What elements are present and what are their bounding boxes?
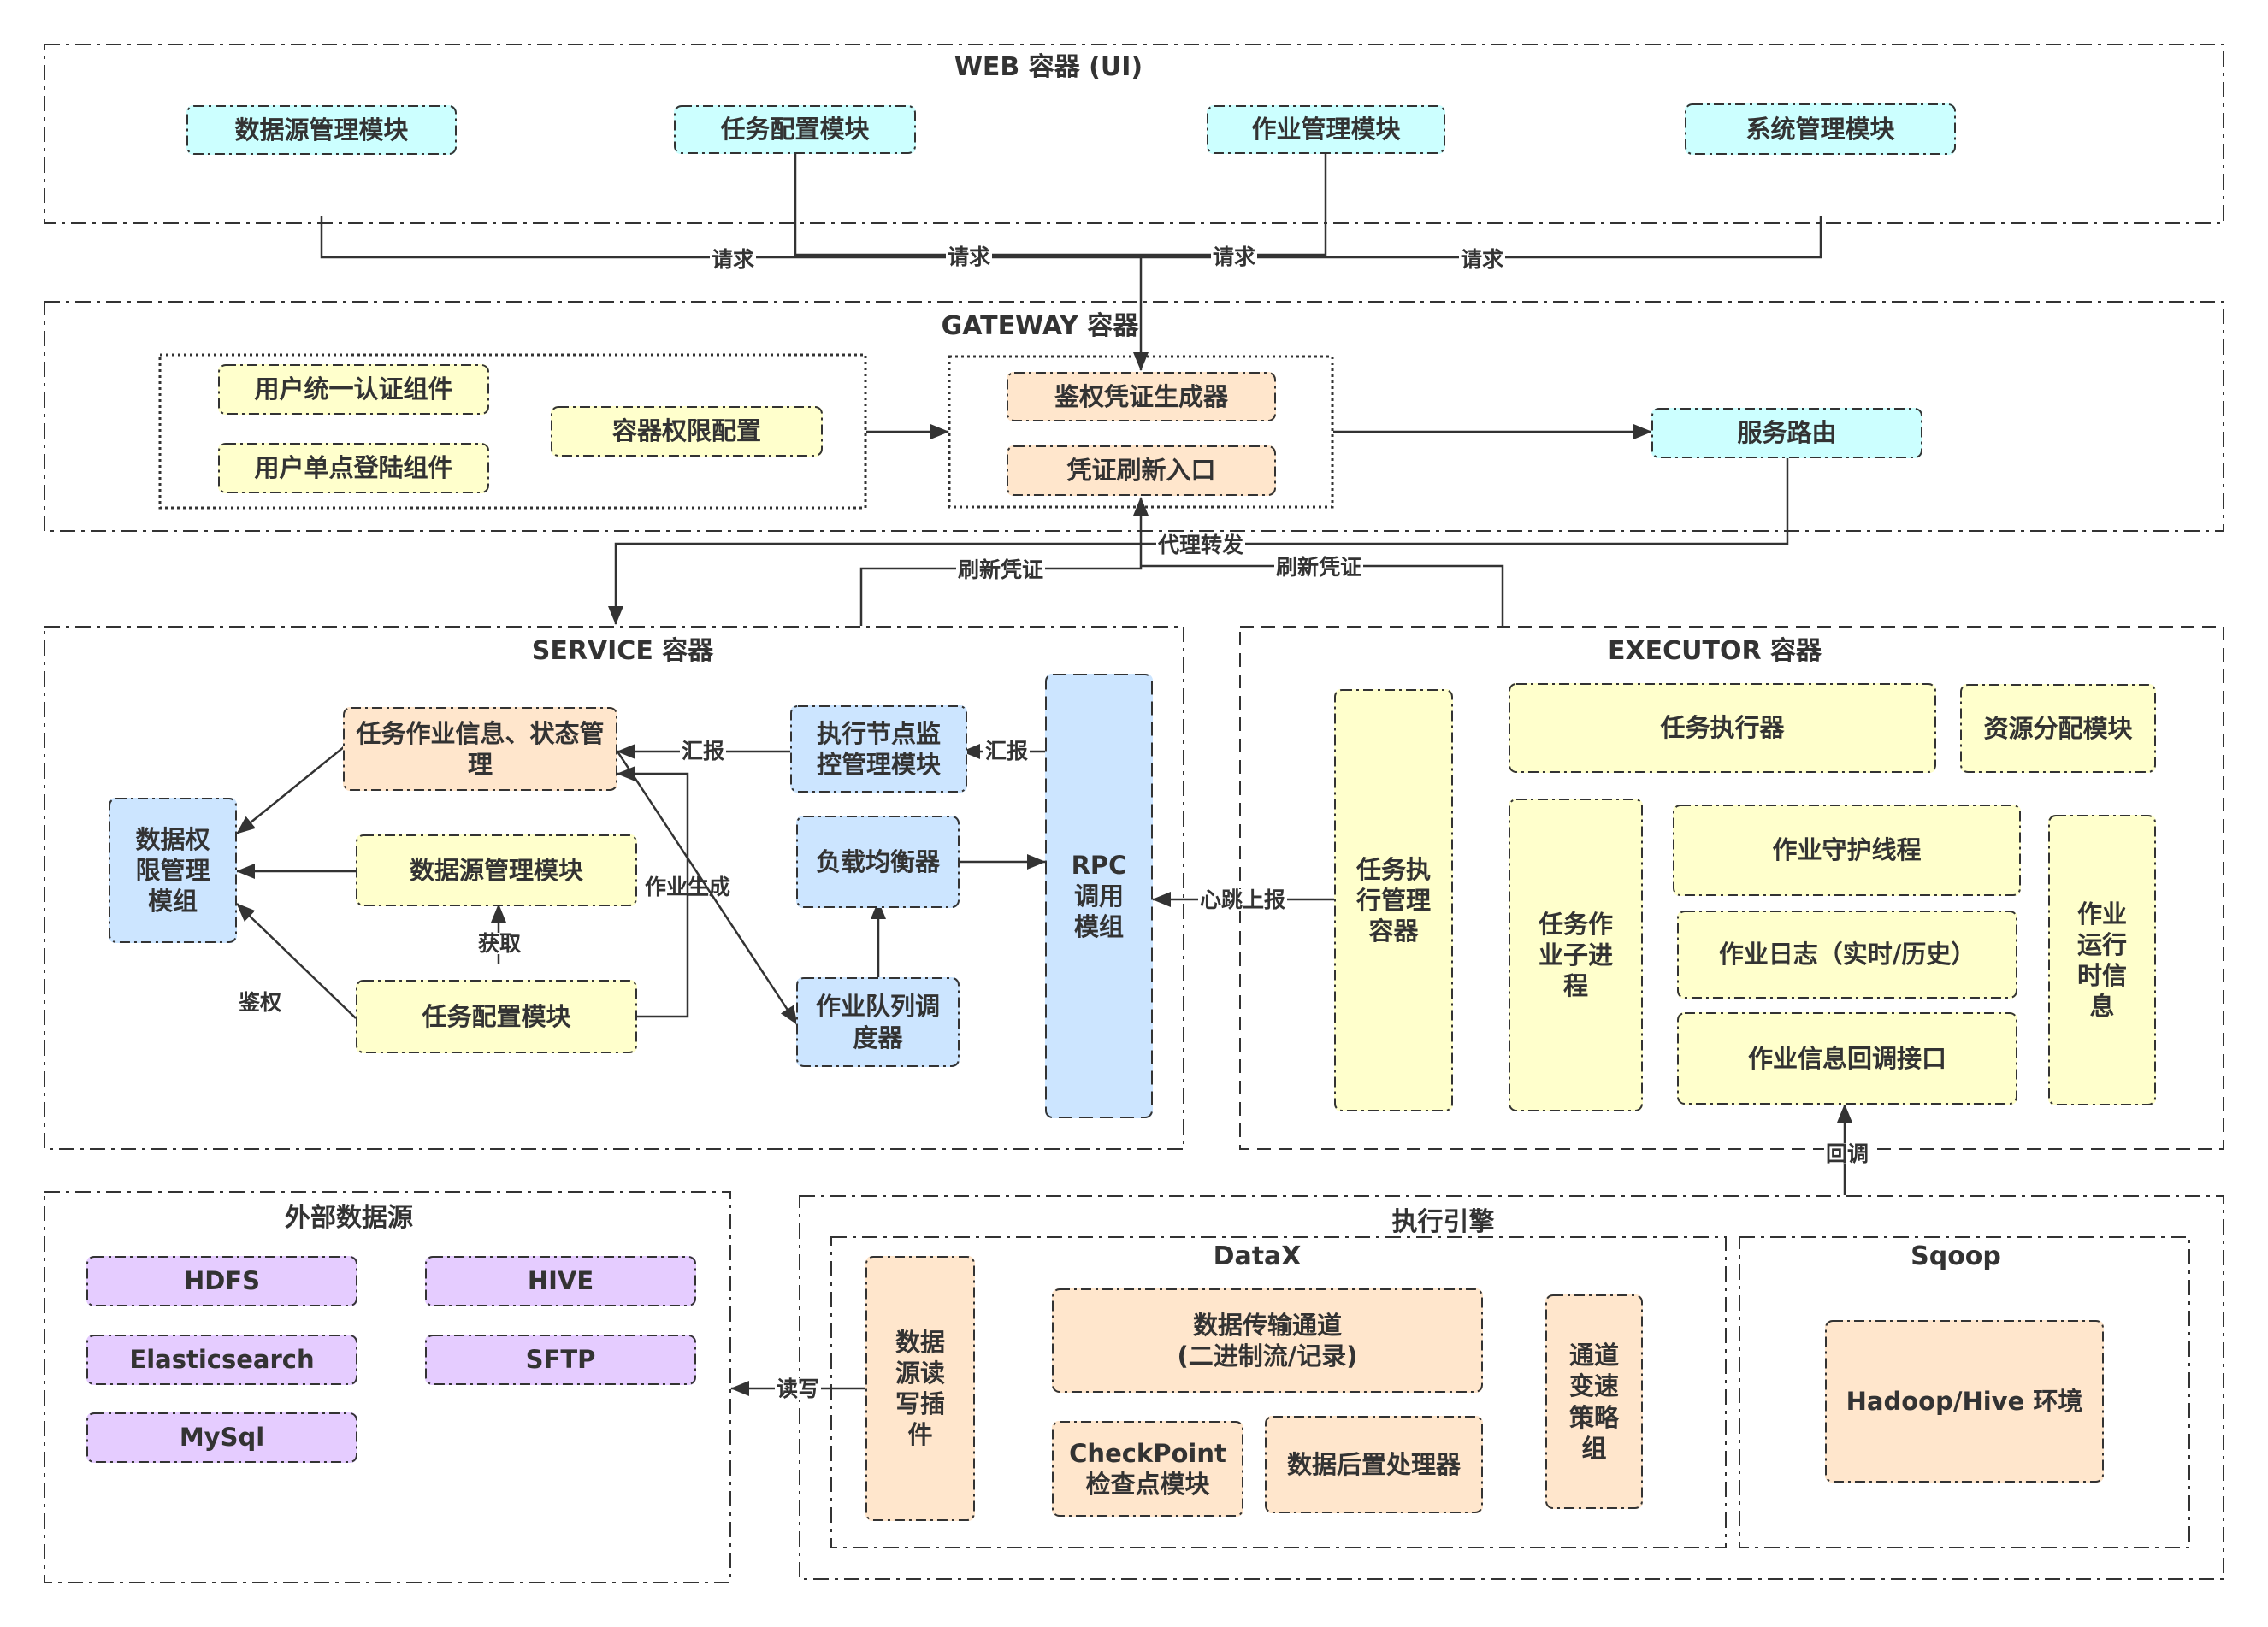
web-jobmgmt-module[interactable]: 作业管理模块 bbox=[1207, 105, 1445, 154]
channel-speed-strategy[interactable]: 通道变速策略组 bbox=[1545, 1294, 1643, 1509]
rpc-module[interactable]: RPC调用模组 bbox=[1045, 674, 1153, 1118]
web-taskconfig-module[interactable]: 任务配置模块 bbox=[674, 105, 916, 154]
label-request-4: 请求 bbox=[1459, 247, 1506, 272]
label-readwrite: 读写 bbox=[775, 1376, 822, 1401]
executor-container: EXECUTOR 容器 bbox=[1239, 626, 2224, 1150]
label-refresh-right: 刷新凭证 bbox=[1274, 555, 1364, 580]
unified-auth-component[interactable]: 用户统一认证组件 bbox=[218, 364, 489, 415]
label-refresh-left: 刷新凭证 bbox=[956, 557, 1046, 582]
task-executor[interactable]: 任务执行器 bbox=[1509, 683, 1936, 773]
label-request-1: 请求 bbox=[710, 247, 757, 272]
gateway-container: GATEWAY 容器 bbox=[44, 301, 2224, 532]
web-datasource-module[interactable]: 数据源管理模块 bbox=[186, 105, 457, 155]
datax-container: DataX bbox=[830, 1236, 1727, 1548]
service-datasource-module[interactable]: 数据源管理模块 bbox=[356, 834, 637, 906]
web-container: WEB 容器 (UI) bbox=[44, 44, 2224, 224]
label-request-3: 请求 bbox=[1211, 245, 1258, 269]
job-runtime-info[interactable]: 作业运行时信息 bbox=[2048, 815, 2156, 1105]
job-daemon-thread[interactable]: 作业守护线程 bbox=[1673, 805, 2021, 896]
service-router[interactable]: 服务路由 bbox=[1651, 408, 1922, 458]
gateway-auth-group bbox=[158, 353, 867, 510]
node-monitor-module[interactable]: 执行节点监控管理模块 bbox=[790, 705, 967, 793]
label-report-2: 汇报 bbox=[983, 739, 1031, 763]
label-auth: 鉴权 bbox=[237, 990, 284, 1015]
label-fetch: 获取 bbox=[476, 931, 523, 956]
auth-credential-generator[interactable]: 鉴权凭证生成器 bbox=[1007, 372, 1276, 421]
load-balancer[interactable]: 负载均衡器 bbox=[796, 816, 960, 908]
resource-allocation-module[interactable]: 资源分配模块 bbox=[1960, 684, 2156, 773]
sso-component[interactable]: 用户单点登陆组件 bbox=[218, 443, 489, 493]
external-container-title: 外部数据源 bbox=[285, 1203, 413, 1233]
service-container-title: SERVICE 容器 bbox=[531, 636, 714, 666]
sqoop-container: Sqoop bbox=[1739, 1236, 2190, 1548]
label-report-1: 汇报 bbox=[680, 739, 727, 763]
container-permission-config[interactable]: 容器权限配置 bbox=[551, 406, 823, 457]
gateway-container-title: GATEWAY 容器 bbox=[941, 311, 1139, 341]
data-permission-module[interactable]: 数据权限管理模组 bbox=[109, 798, 237, 943]
label-request-2: 请求 bbox=[946, 245, 993, 269]
engine-container-title: 执行引擎 bbox=[1391, 1207, 1495, 1237]
source-mysql[interactable]: MySql bbox=[86, 1412, 357, 1463]
checkpoint-module[interactable]: CheckPoint 检查点模块 bbox=[1052, 1421, 1243, 1517]
label-heartbeat: 心跳上报 bbox=[1198, 887, 1288, 912]
task-exec-container[interactable]: 任务执行管理容器 bbox=[1334, 689, 1453, 1111]
source-sftp[interactable]: SFTP bbox=[425, 1335, 696, 1385]
service-container: SERVICE 容器 bbox=[44, 626, 1184, 1150]
source-hive[interactable]: HIVE bbox=[425, 1256, 696, 1306]
job-callback-interface[interactable]: 作业信息回调接口 bbox=[1677, 1012, 2017, 1105]
job-log[interactable]: 作业日志（实时/历史） bbox=[1677, 911, 2017, 999]
label-job-generate: 作业生成 bbox=[645, 875, 731, 899]
source-hdfs[interactable]: HDFS bbox=[86, 1256, 357, 1306]
source-elasticsearch[interactable]: Elasticsearch bbox=[86, 1335, 357, 1385]
service-taskconfig-module[interactable]: 任务配置模块 bbox=[356, 980, 637, 1053]
job-queue-scheduler[interactable]: 作业队列调度器 bbox=[796, 977, 960, 1067]
datasource-rw-plugin[interactable]: 数据源读写插件 bbox=[865, 1256, 975, 1521]
task-job-state-management[interactable]: 任务作业信息、状态管理 bbox=[343, 707, 617, 791]
web-system-module[interactable]: 系统管理模块 bbox=[1685, 103, 1956, 155]
data-post-processor[interactable]: 数据后置处理器 bbox=[1265, 1416, 1483, 1513]
external-datasource-container: 外部数据源 bbox=[44, 1191, 731, 1583]
web-container-title: WEB 容器 (UI) bbox=[954, 52, 1143, 82]
hadoop-hive-env[interactable]: Hadoop/Hive 环境 bbox=[1825, 1320, 2104, 1483]
label-proxy-forward: 代理转发 bbox=[1156, 533, 1246, 557]
label-callback: 回调 bbox=[1824, 1141, 1871, 1166]
credential-refresh-entry[interactable]: 凭证刷新入口 bbox=[1007, 445, 1276, 496]
executor-container-title: EXECUTOR 容器 bbox=[1607, 636, 1822, 666]
sqoop-title: Sqoop bbox=[1911, 1241, 2001, 1271]
datax-title: DataX bbox=[1213, 1241, 1302, 1271]
task-subprocess[interactable]: 任务作业子进程 bbox=[1509, 799, 1643, 1111]
data-transfer-channel[interactable]: 数据传输通道 (二进制流/记录) bbox=[1052, 1288, 1483, 1393]
